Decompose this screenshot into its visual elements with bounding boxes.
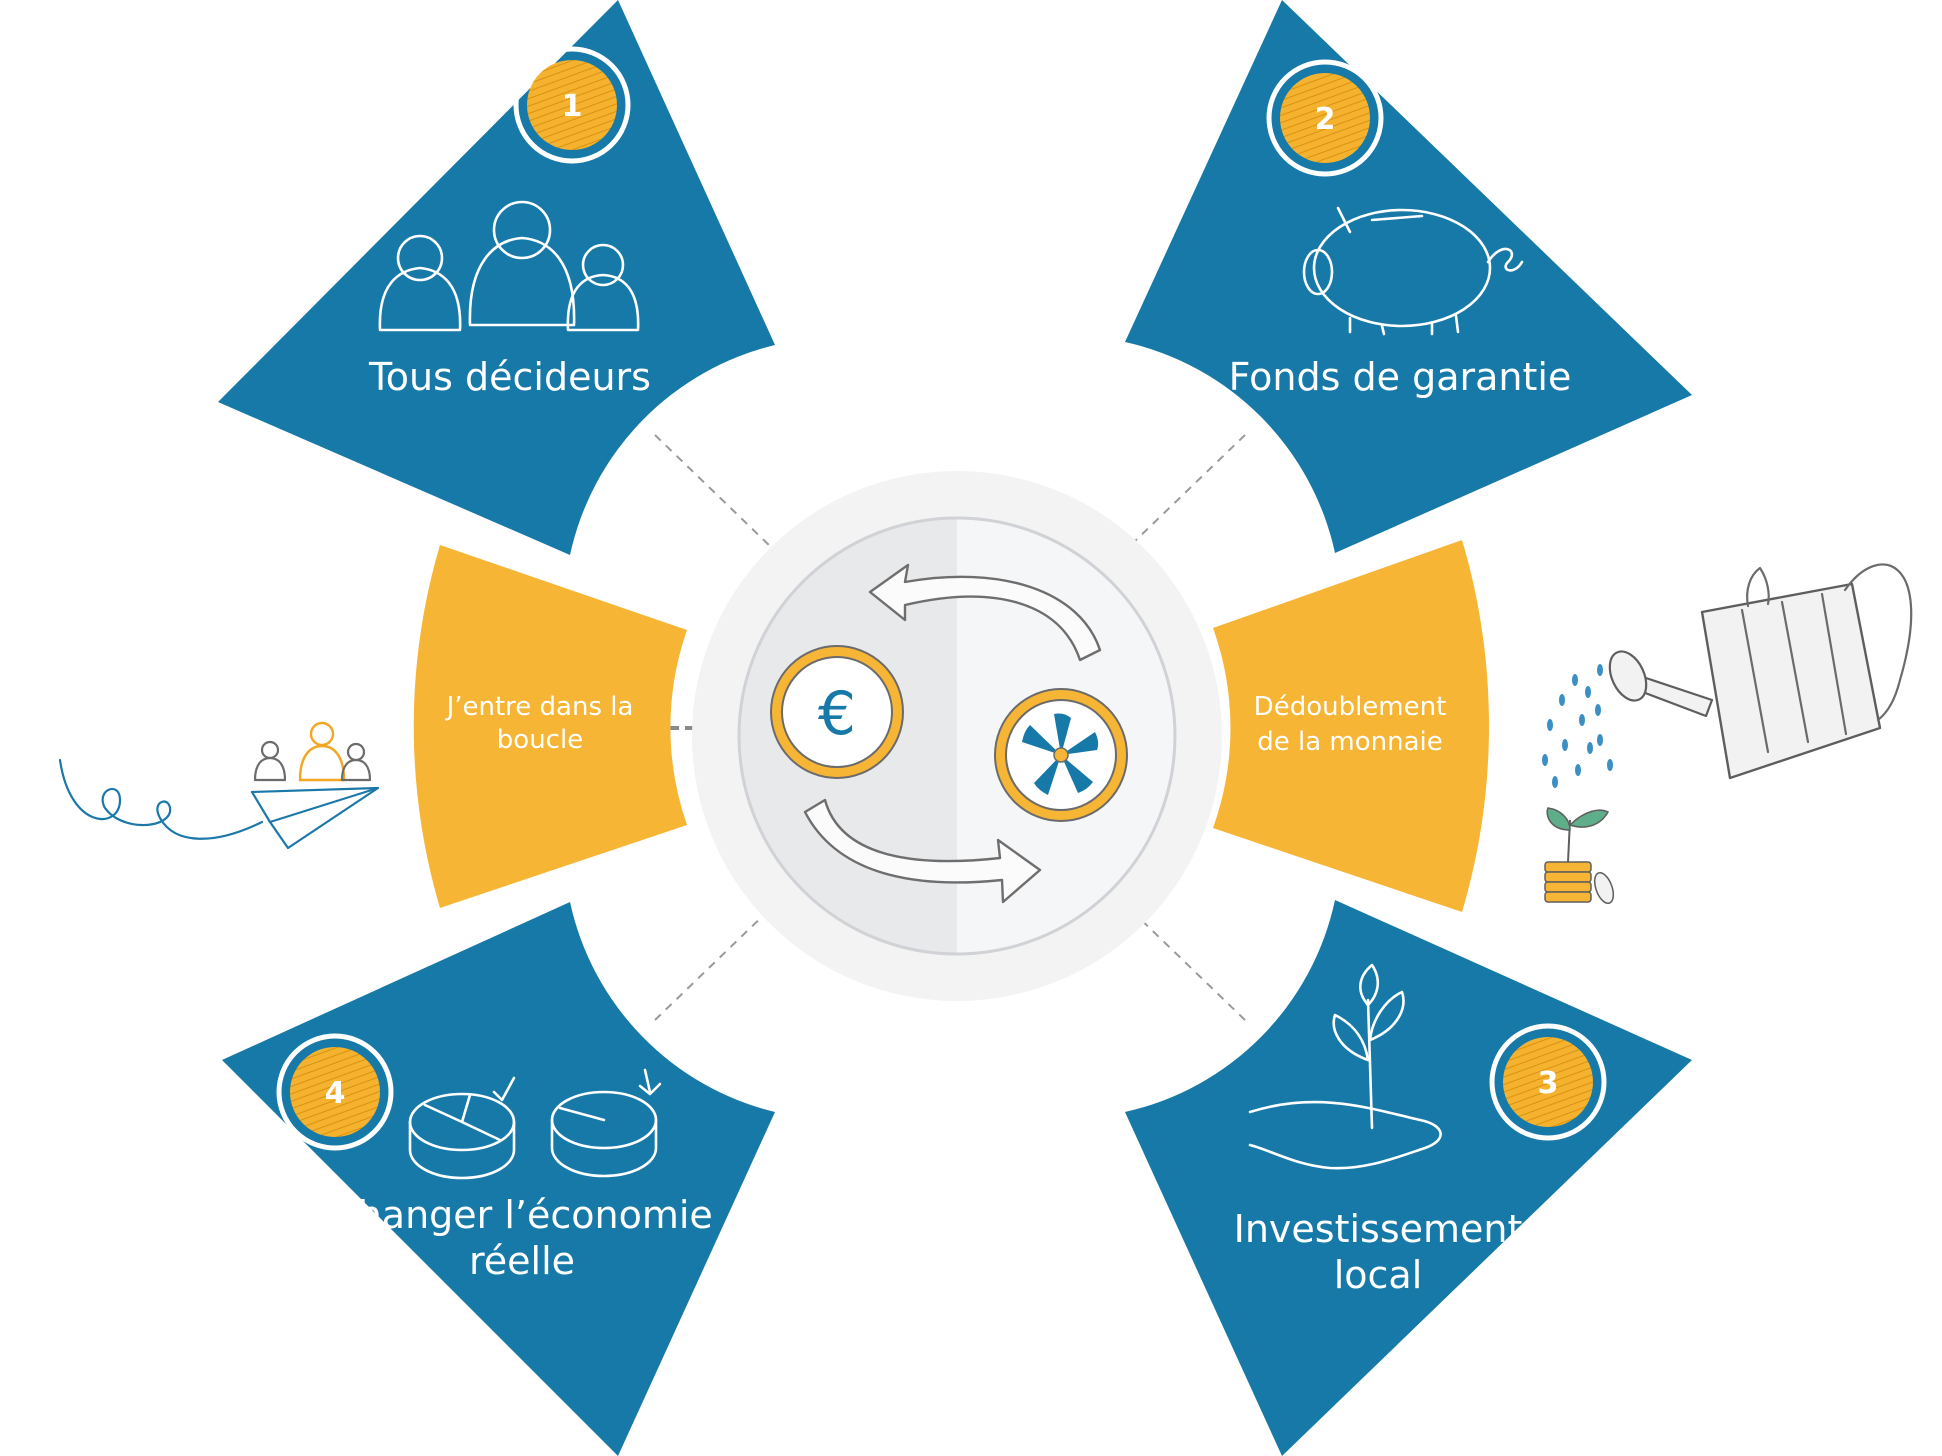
central-exchange-hub: € <box>692 471 1222 1001</box>
local-currency-coin-icon <box>994 688 1128 822</box>
svg-text:4: 4 <box>325 1076 346 1111</box>
number-badge-2: 2 <box>1266 59 1384 177</box>
blade-title: Fonds de garantie <box>1229 355 1572 399</box>
svg-text:€: € <box>818 679 856 749</box>
svg-text:3: 3 <box>1538 1066 1559 1101</box>
panel-dedoublement-monnaie: Dédoublement de la monnaie <box>1213 540 1489 912</box>
number-badge-4: 4 <box>276 1033 394 1151</box>
blade-tous-decideurs: 1 Tous décideurs <box>218 0 775 555</box>
hand-plant-icon <box>1248 963 1442 1170</box>
paper-plane-people-icon <box>58 721 380 850</box>
number-badge-1: 1 <box>513 46 631 164</box>
panel-line2: de la monnaie <box>1257 727 1443 757</box>
piggy-bank-icon <box>1302 206 1524 336</box>
svg-text:2: 2 <box>1315 102 1336 137</box>
number-badge-3: 3 <box>1489 1023 1607 1141</box>
panel-entre-dans-la-boucle: J’entre dans la boucle <box>413 545 687 908</box>
watering-can-icon <box>1542 563 1913 905</box>
blade-fonds-de-garantie: 2 Fonds de garantie <box>1125 0 1692 553</box>
svg-text:1: 1 <box>562 89 583 124</box>
panel-line2: boucle <box>497 725 583 755</box>
blade-title-line1: Changer l’économie <box>331 1193 713 1237</box>
coins-plant-icon <box>1544 807 1615 905</box>
pie-charts-icon <box>408 1068 662 1180</box>
blade-title-line2: local <box>1334 1253 1423 1297</box>
panel-line1: Dédoublement <box>1254 692 1447 722</box>
euro-coin-icon: € <box>770 645 904 779</box>
blade-title-line1: Investissement <box>1234 1207 1523 1251</box>
people-icon <box>378 200 640 332</box>
blade-investissement-local: 3 Investissement local <box>1125 900 1692 1456</box>
panel-line1: J’entre dans la <box>445 692 634 722</box>
blade-changer-economie-reelle: 4 Changer l’économie réelle <box>222 902 775 1456</box>
blade-title-line2: réelle <box>469 1239 575 1283</box>
blade-title: Tous décideurs <box>368 355 651 399</box>
exchange-arrows-icon <box>803 563 1102 904</box>
